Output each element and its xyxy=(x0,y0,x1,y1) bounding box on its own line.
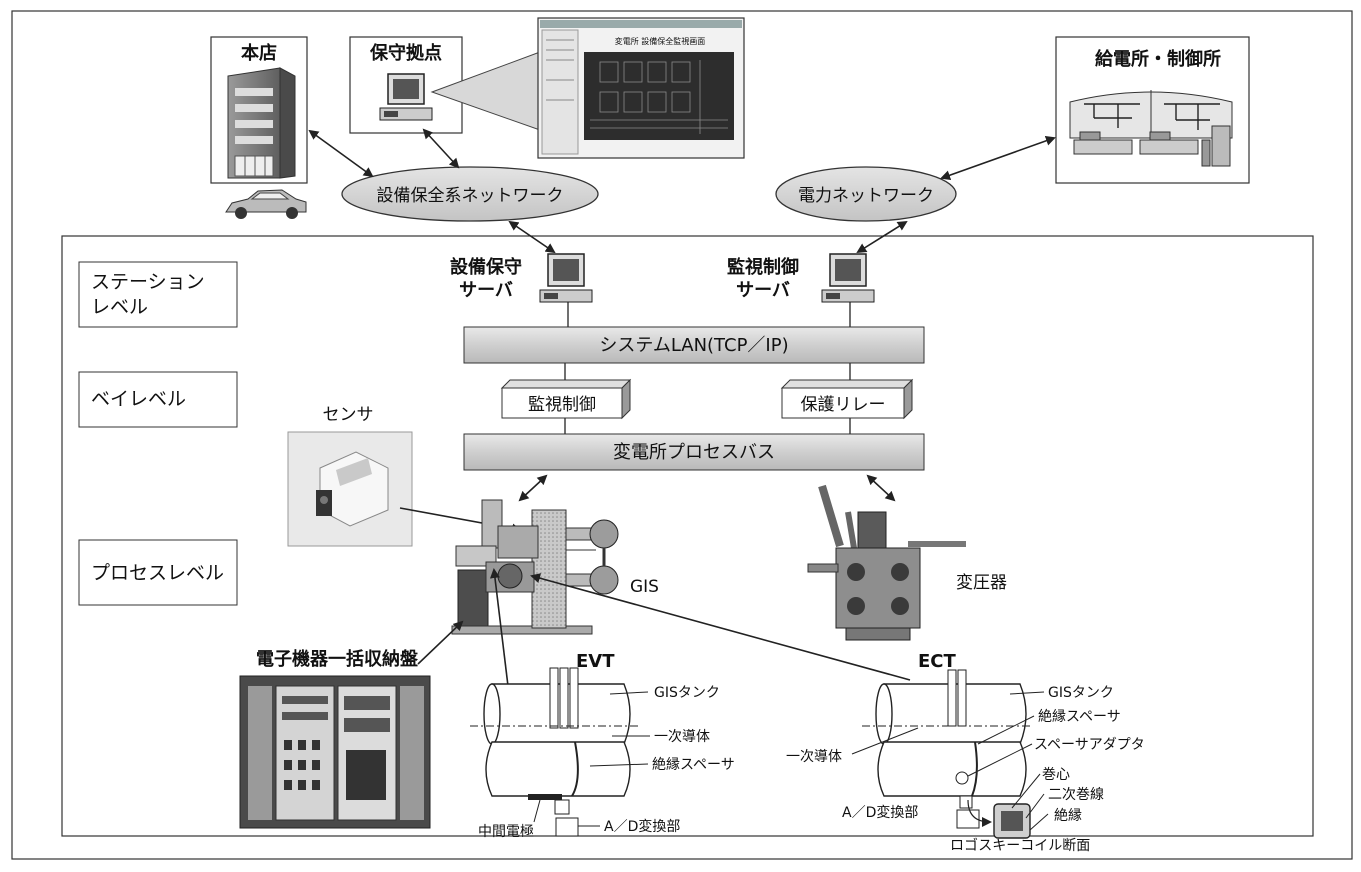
transformer-equipment xyxy=(808,486,966,640)
server-icon xyxy=(540,254,592,302)
maintenance-base-box: 保守拠点 xyxy=(350,37,462,133)
cabinet-photo xyxy=(240,676,430,828)
ect-adapter-label: スペーサアダプタ xyxy=(1034,737,1145,753)
screen-title: 変電所 設備保全監視画面 xyxy=(615,36,706,46)
equipment-maintenance-network-label: 設備保全系ネットワーク xyxy=(377,186,564,206)
pc-icon xyxy=(380,74,432,120)
control-server: 監視制御 サーバ xyxy=(727,254,874,302)
control-server-line1: 監視制御 xyxy=(727,256,799,278)
station-level-line2: レベル xyxy=(91,296,148,318)
ect-ad-label: A／D変換部 xyxy=(842,804,918,821)
evt-title: EVT xyxy=(576,651,615,672)
sensor-label: センサ xyxy=(323,405,374,425)
control-server-line2: サーバ xyxy=(736,280,790,301)
cabinet-arrow xyxy=(418,622,462,664)
ect-coil-label: ロゴスキーコイル断面 xyxy=(950,837,1090,854)
building-icon xyxy=(228,68,295,178)
evt-cross-section xyxy=(470,668,640,836)
process-bus-label: 変電所プロセスバス xyxy=(613,442,775,463)
evt-conductor-label: 一次導体 xyxy=(654,729,710,745)
server-icon xyxy=(822,254,874,302)
sensor-photo xyxy=(288,432,412,546)
power-network: 電力ネットワーク xyxy=(776,167,956,221)
ect-title: ECT xyxy=(918,651,957,672)
process-level-box: プロセスレベル xyxy=(79,540,237,605)
evt-spacer-label: 絶縁スペーサ xyxy=(652,757,735,773)
maintenance-server-line2: サーバ xyxy=(459,280,513,301)
head-office-box: 本店 xyxy=(211,37,307,183)
head-office-label: 本店 xyxy=(241,42,277,64)
bay-control-unit: 監視制御 xyxy=(502,380,630,418)
ect-conductor-label: 一次導体 xyxy=(786,749,842,765)
maintenance-base-label: 保守拠点 xyxy=(369,42,442,64)
evt-tank-label: GISタンク xyxy=(654,685,720,701)
dispatch-center-label: 給電所・制御所 xyxy=(1095,48,1221,70)
evt-electrode-label: 中間電極 xyxy=(478,824,534,840)
transformer-label: 変圧器 xyxy=(956,573,1007,593)
system-lan-bus: システムLAN(TCP／IP) xyxy=(464,327,924,363)
bay-level-box: ベイレベル xyxy=(79,372,237,427)
ect-core-label: 巻心 xyxy=(1042,767,1070,783)
car-icon xyxy=(226,190,306,219)
station-level-box: ステーション レベル xyxy=(79,262,237,327)
protection-relay-label: 保護リレー xyxy=(801,395,886,415)
ect-spacer-label: 絶縁スペーサ xyxy=(1038,709,1121,725)
process-level-label: プロセスレベル xyxy=(91,562,224,584)
cabinet-label: 電子機器一括収納盤 xyxy=(256,648,419,670)
process-bus-arrows xyxy=(520,476,894,500)
gis-equipment xyxy=(452,500,618,634)
power-network-label: 電力ネットワーク xyxy=(798,186,934,206)
system-lan-label: システムLAN(TCP／IP) xyxy=(599,335,788,356)
ect-tank-label: GISタンク xyxy=(1048,685,1114,701)
bay-control-label: 監視制御 xyxy=(528,395,596,415)
protection-relay-unit: 保護リレー xyxy=(782,380,912,418)
ect-insulation-label: 絶縁 xyxy=(1054,808,1082,824)
maintenance-server: 設備保守 サーバ xyxy=(450,254,592,302)
maintenance-server-line1: 設備保守 xyxy=(450,256,522,278)
dispatch-center-box: 給電所・制御所 xyxy=(1056,37,1249,183)
ect-secondary-label: 二次巻線 xyxy=(1048,787,1104,803)
evt-ad-label: A／D変換部 xyxy=(604,818,680,835)
process-bus: 変電所プロセスバス xyxy=(464,434,924,470)
station-level-line1: ステーション xyxy=(91,271,205,293)
bay-level-label: ベイレベル xyxy=(91,388,186,410)
gis-label: GIS xyxy=(630,577,659,597)
equipment-maintenance-network: 設備保全系ネットワーク xyxy=(342,167,598,221)
monitoring-screen: 変電所 設備保全監視画面 xyxy=(538,18,744,158)
